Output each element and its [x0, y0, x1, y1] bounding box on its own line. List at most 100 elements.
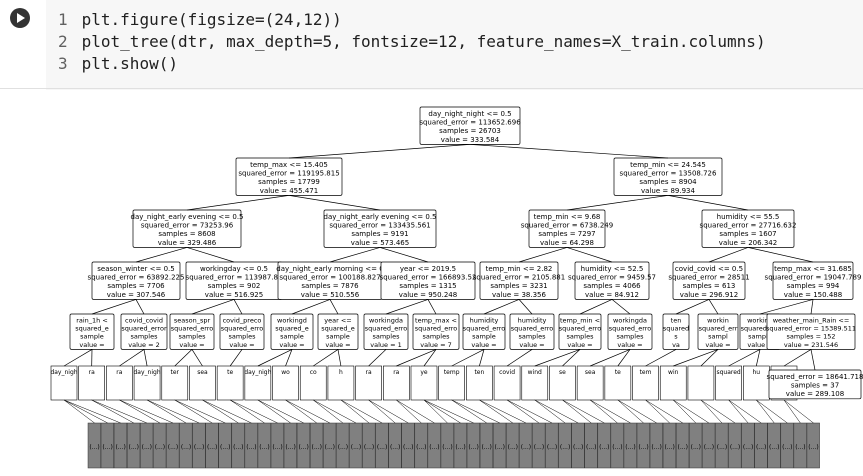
node-text: squared_error = 13508.726: [620, 170, 717, 178]
node-text: value = 7: [420, 341, 451, 349]
truncated-node: (...): [284, 423, 297, 468]
truncated-label: (...): [194, 444, 204, 451]
tree-edge: [258, 400, 291, 423]
node-text: value = 516.925: [205, 291, 263, 299]
node-text: win: [668, 369, 679, 376]
tree-edge: [313, 349, 338, 366]
play-icon: [10, 8, 30, 28]
tree-edge: [119, 400, 160, 423]
tree-node-l3: day_night_early morning <= 0squared_erro…: [276, 262, 383, 299]
truncated-label: (...): [403, 444, 413, 451]
node-text: day_nigh: [244, 369, 271, 376]
truncated-node: (...): [715, 423, 728, 468]
tree-edge: [338, 349, 341, 366]
node-text: value = 231.546: [784, 341, 838, 349]
node-text: value =: [705, 341, 730, 349]
tree-node-l5: ra: [383, 366, 409, 400]
tree-node-l5: temp: [439, 366, 465, 400]
node-text: sampl: [708, 333, 728, 341]
node-text: samples = 1607: [719, 230, 776, 238]
tree-edge: [507, 400, 552, 423]
node-text: season_spr: [174, 317, 211, 325]
node-text: ten: [474, 369, 484, 376]
truncated-node: (...): [781, 423, 794, 468]
truncated-node: (...): [376, 423, 389, 468]
tree-edge: [668, 195, 748, 210]
truncated-node: (...): [585, 423, 598, 468]
node-text: squared_e: [75, 325, 109, 333]
node-text: value = 84.912: [585, 291, 639, 299]
truncated-label: (...): [599, 444, 609, 451]
code-cell: 1 plt.figure(figsize=(24,12)) 2 plot_tre…: [0, 0, 863, 90]
truncated-node: (...): [166, 423, 179, 468]
code-line-1[interactable]: 1 plt.figure(figsize=(24,12)): [58, 9, 342, 31]
tree-edge: [811, 349, 815, 370]
tree-edge: [590, 400, 617, 423]
code-line-3[interactable]: 3 plt.show(): [58, 53, 178, 75]
tree-edge: [147, 400, 199, 423]
truncated-label: (...): [259, 444, 269, 451]
tree-edge: [811, 299, 813, 314]
truncated-label: (...): [678, 444, 688, 451]
node-text: sample: [326, 333, 350, 341]
node-text: covid_covid: [125, 317, 163, 325]
truncated-label: (...): [325, 444, 335, 451]
node-text: h: [339, 369, 343, 376]
tree-node-l5: covid: [494, 366, 520, 400]
truncated-label: (...): [142, 444, 152, 451]
node-text: temp_min <= 2.82: [486, 265, 553, 273]
line-number: 2: [58, 31, 72, 53]
truncated-label: (...): [115, 444, 125, 451]
node-text: ra: [393, 369, 399, 376]
code-line-2[interactable]: 2 plot_tree(dtr, max_depth=5, fontsize=1…: [58, 31, 766, 53]
node-text: value =: [325, 341, 350, 349]
tree-edge: [424, 400, 447, 423]
node-text: samples = 902: [208, 282, 261, 290]
truncated-node: (...): [611, 423, 624, 468]
node-text: workingd: [277, 317, 307, 325]
truncated-node: (...): [454, 423, 467, 468]
tree-edge: [452, 400, 500, 423]
truncated-label: (...): [743, 444, 753, 451]
tree-edge: [144, 349, 147, 366]
node-text: samples = 4066: [583, 282, 641, 290]
truncated-node: (...): [127, 423, 140, 468]
truncated-label: (...): [207, 444, 217, 451]
node-text: squared_e: [321, 325, 355, 333]
tree-edge: [64, 400, 95, 423]
tree-edge: [341, 400, 369, 423]
node-text: weather_main_Rain <=: [773, 317, 850, 325]
truncated-node: (...): [88, 423, 101, 468]
truncated-label: (...): [181, 444, 191, 451]
truncated-node: (...): [297, 423, 310, 468]
tree-node-l5: [688, 366, 714, 400]
truncated-label: (...): [795, 444, 805, 451]
run-cell-button[interactable]: [10, 8, 30, 28]
tree-node-l5: day_nigh: [134, 366, 161, 400]
node-text: samples: [228, 333, 256, 341]
tree-edge: [673, 400, 696, 423]
tree-edge: [202, 400, 238, 423]
tree-edge: [202, 400, 251, 423]
truncated-label: (...): [338, 444, 348, 451]
tree-edge: [709, 247, 748, 262]
tree-node-l5: sea: [577, 366, 603, 400]
tree-edge: [784, 349, 811, 366]
tree-edge: [313, 400, 356, 423]
node-text: covid: [499, 369, 515, 376]
node-text: samples = 8608: [158, 230, 215, 238]
node-text: sample: [280, 333, 304, 341]
node-text: value = 2: [128, 341, 159, 349]
tree-edge: [470, 144, 668, 158]
truncated-label: (...): [756, 444, 766, 451]
node-text: hu: [753, 369, 761, 376]
truncated-node: (...): [323, 423, 336, 468]
truncated-label: (...): [351, 444, 361, 451]
truncated-node: (...): [245, 423, 258, 468]
truncated-label: (...): [416, 444, 426, 451]
truncated-node: (...): [363, 423, 376, 468]
